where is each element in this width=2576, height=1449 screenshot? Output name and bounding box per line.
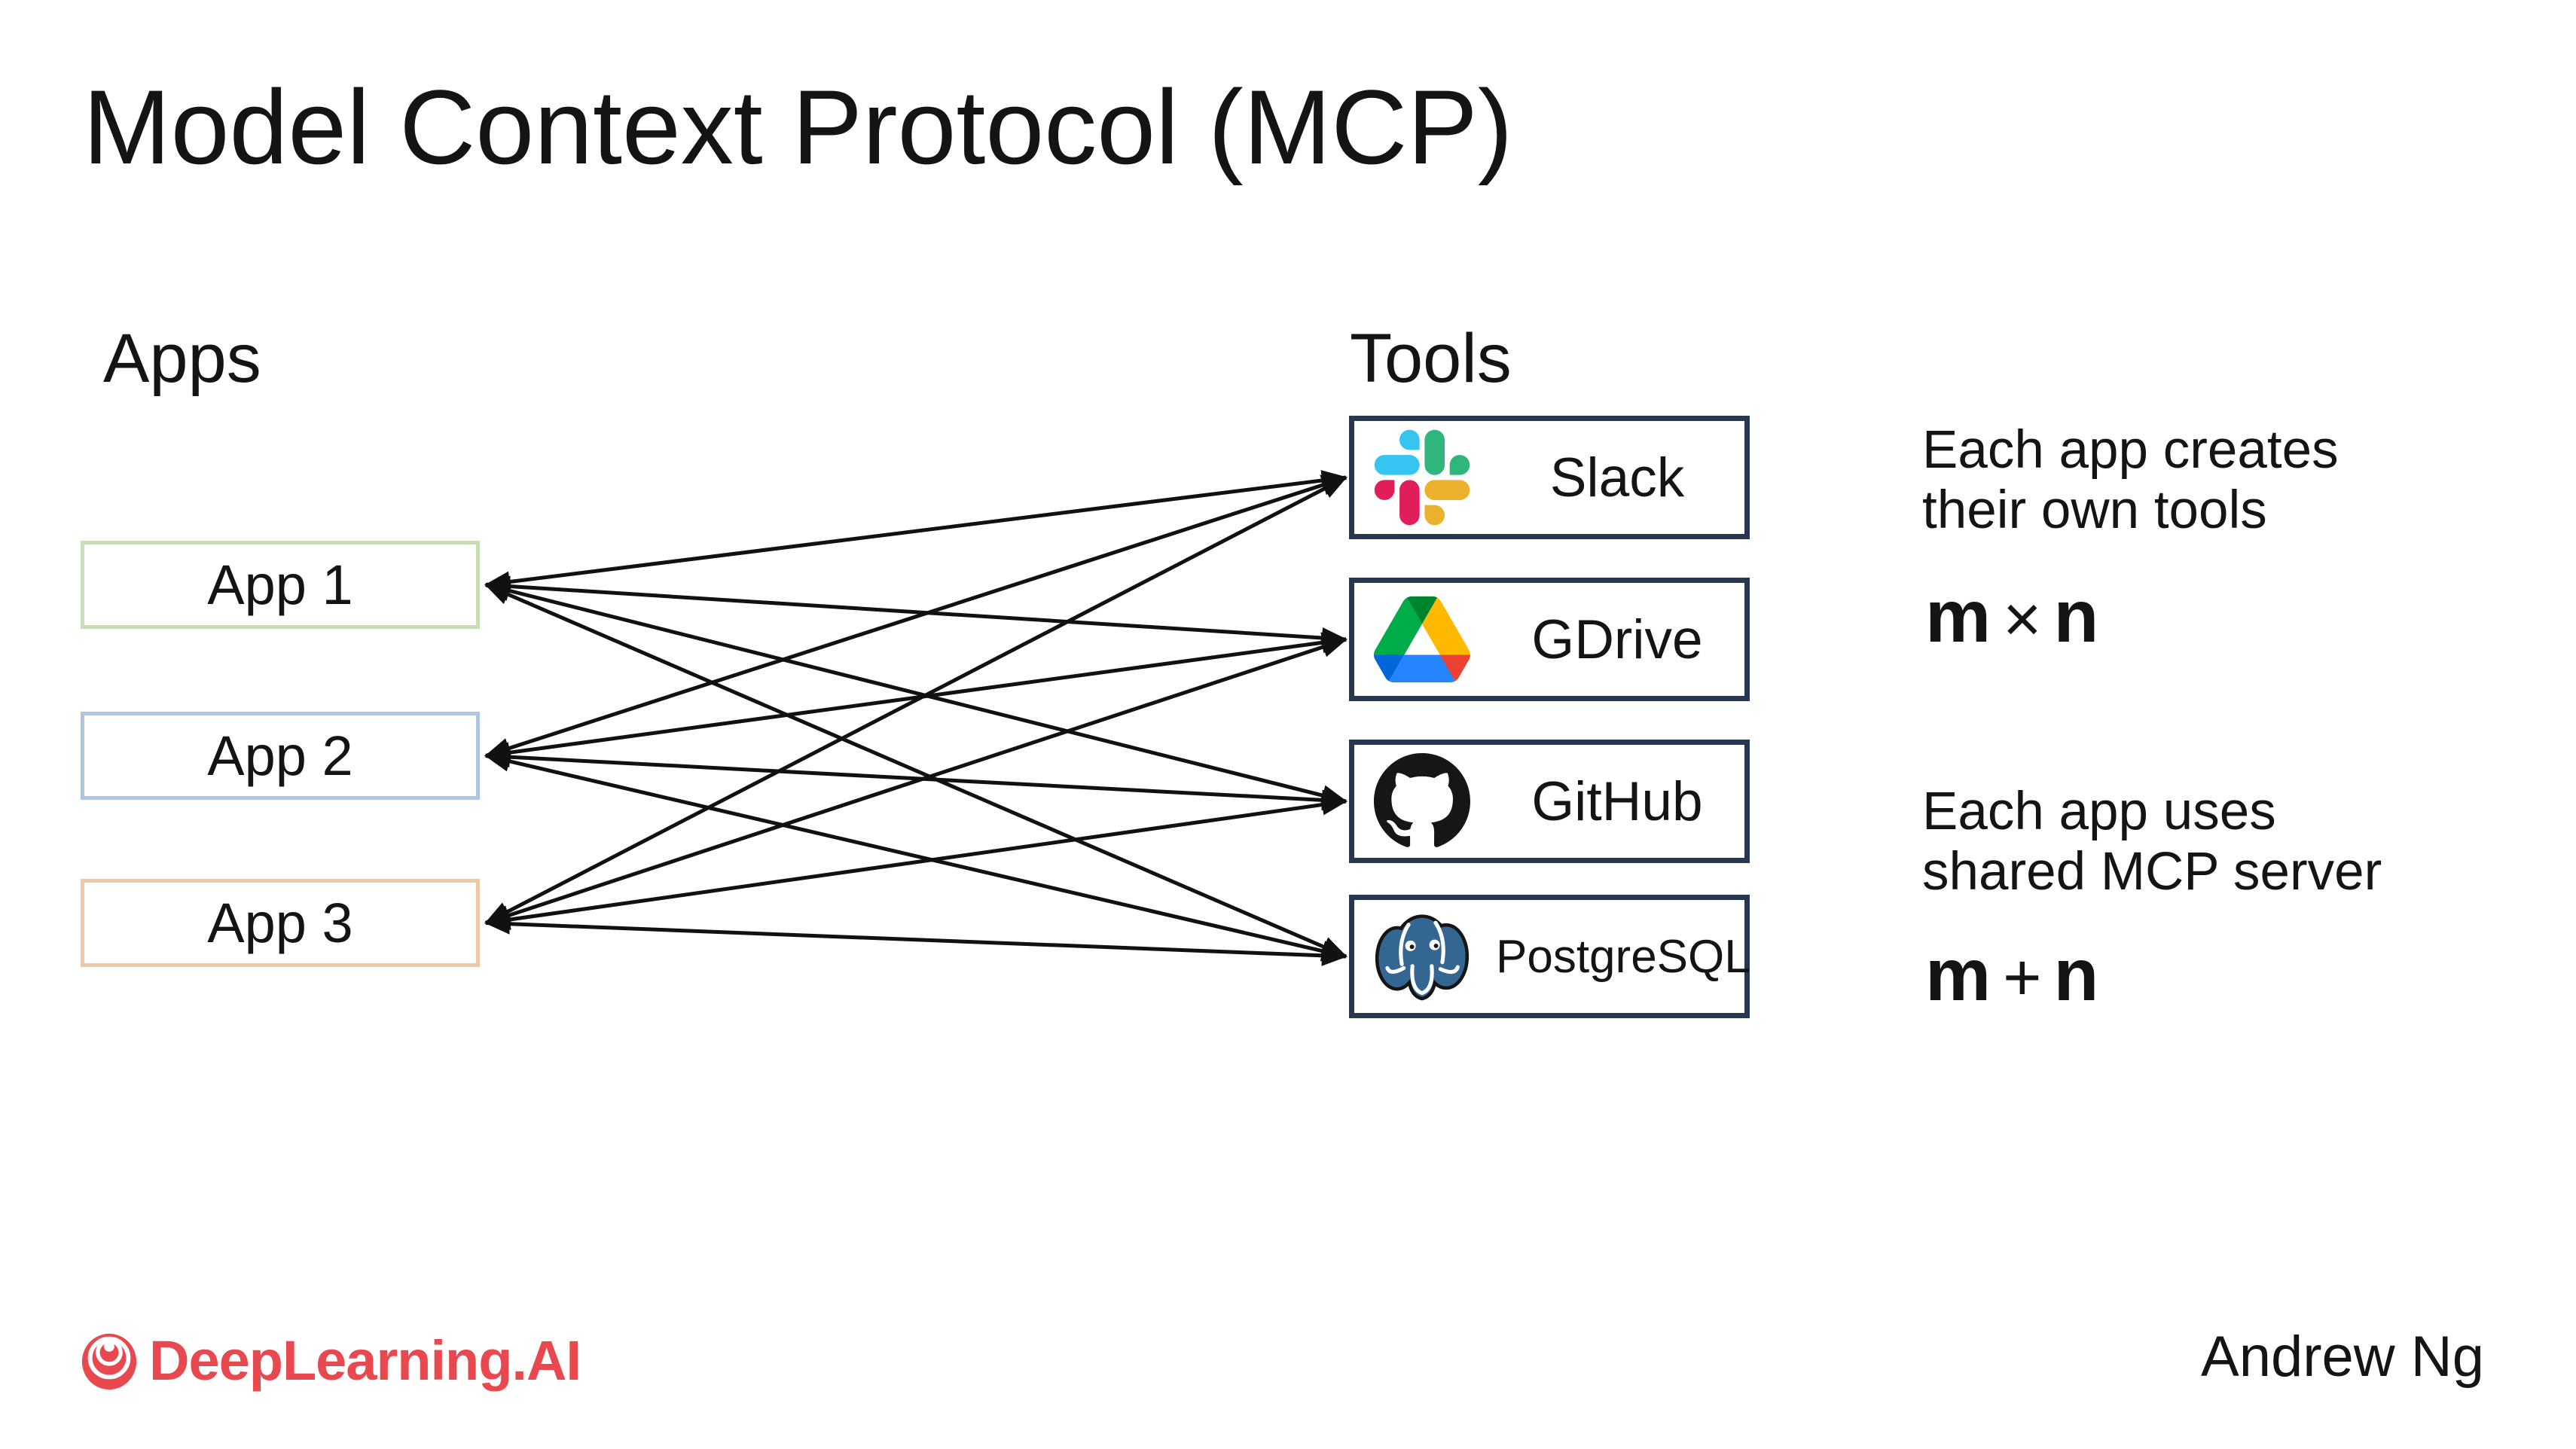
- arrow-app3-tool3: [484, 794, 1348, 930]
- arrow-app2-tool2: [484, 632, 1348, 764]
- arrow-app1-tool2: [484, 575, 1348, 648]
- tools-column-label: Tools: [1350, 320, 1512, 397]
- tool-box-postgresql: PostgreSQL: [1349, 895, 1750, 1018]
- formula-left: m: [1925, 933, 1992, 1016]
- arrow-app3-tool4: [484, 913, 1348, 966]
- app-box-2: App 2: [81, 712, 480, 800]
- note-line: Each app creates: [1922, 420, 2339, 480]
- app-box-label: App 3: [207, 892, 353, 954]
- formula-m-plus-n: m+n: [1925, 932, 2098, 1017]
- formula-right: n: [2053, 575, 2099, 657]
- gdrive-icon: [1374, 591, 1470, 688]
- formula-left: m: [1925, 575, 1992, 657]
- note-line: shared MCP server: [1922, 841, 2382, 901]
- app-box-3: App 3: [81, 879, 480, 967]
- plus-operator: +: [2003, 940, 2042, 1014]
- arrow-app1-tool3: [484, 580, 1348, 806]
- note-line: their own tools: [1922, 480, 2267, 540]
- formula-m-times-n: m×n: [1925, 574, 2098, 659]
- note-shared-server: Each app uses shared MCP server: [1922, 782, 2382, 901]
- arrow-app3-tool1: [484, 475, 1348, 925]
- apps-column-label: Apps: [103, 320, 261, 397]
- tool-box-github: GitHub: [1349, 740, 1750, 863]
- arrow-app1-tool1: [484, 470, 1348, 593]
- arrow-app2-tool1: [484, 474, 1348, 758]
- note-own-tools: Each app creates their own tools: [1922, 420, 2339, 540]
- app-box-label: App 2: [207, 724, 353, 787]
- deeplearning-ai-logo-icon: [78, 1330, 140, 1392]
- slack-icon: [1374, 429, 1470, 526]
- tool-box-label: GDrive: [1531, 609, 1703, 670]
- tool-box-slack: Slack: [1349, 416, 1750, 539]
- deeplearning-ai-logo: DeepLearning.AI: [78, 1329, 581, 1393]
- tool-box-label: GitHub: [1531, 770, 1703, 832]
- deeplearning-ai-logo-text: DeepLearning.AI: [149, 1329, 581, 1392]
- tool-box-label: PostgreSQL: [1496, 930, 1750, 983]
- github-icon: [1374, 753, 1470, 850]
- tool-box-gdrive: GDrive: [1349, 578, 1750, 701]
- formula-right: n: [2053, 933, 2099, 1016]
- arrow-app2-tool4: [484, 751, 1348, 962]
- multiply-operator: ×: [2003, 581, 2042, 656]
- arrow-app1-tool4: [484, 583, 1348, 959]
- app-box-1: App 1: [81, 541, 480, 629]
- tool-box-label: Slack: [1549, 447, 1685, 508]
- author-name: Andrew Ng: [2201, 1325, 2484, 1389]
- arrow-app3-tool2: [484, 636, 1348, 926]
- note-line: Each app uses: [1922, 782, 2276, 841]
- page-title: Model Context Protocol (MCP): [83, 68, 1513, 186]
- arrow-app2-tool3: [484, 746, 1348, 811]
- postgresql-icon: [1374, 908, 1470, 1005]
- app-box-label: App 1: [207, 554, 353, 616]
